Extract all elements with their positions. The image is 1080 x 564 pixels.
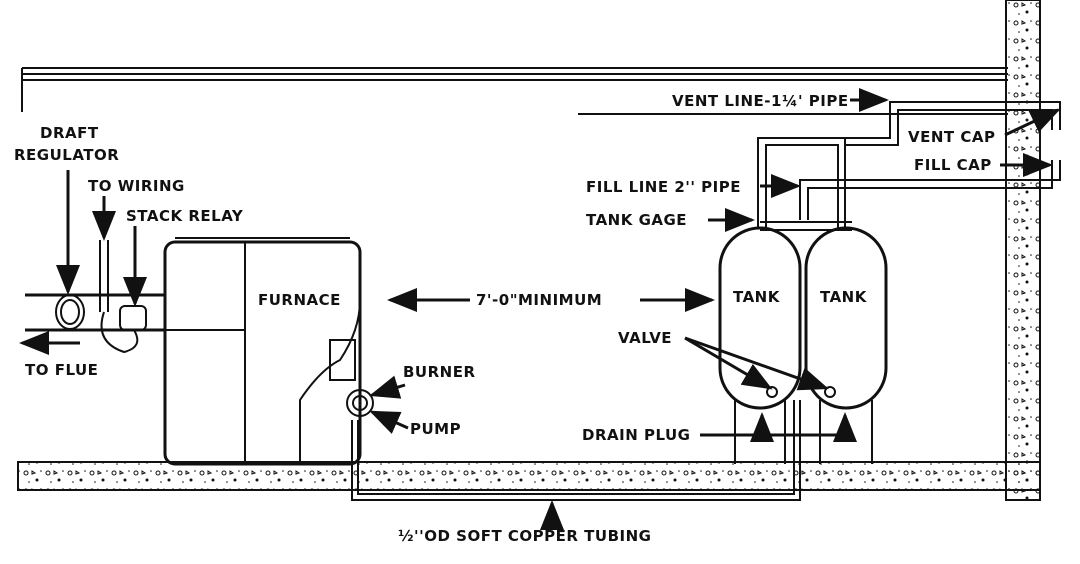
concrete-floor [17, 461, 1041, 491]
furnace [163, 237, 374, 466]
label-stack-relay: STACK RELAY [126, 207, 244, 225]
label-fill-cap: FILL CAP [914, 156, 992, 174]
label-vent-cap: VENT CAP [908, 128, 995, 146]
leader-arrows [19, 88, 1061, 530]
label-furnace: FURNACE [258, 291, 341, 309]
label-pump: PUMP [410, 420, 461, 438]
label-to-wiring: TO WIRING [88, 177, 185, 195]
label-tank-right: TANK [820, 288, 868, 306]
ceiling [21, 67, 1008, 115]
label-vent-line: VENT LINE-1¼' PIPE [672, 92, 849, 110]
label-regulator: REGULATOR [14, 146, 119, 164]
tanks [718, 226, 888, 464]
flue-pipe [25, 240, 165, 354]
label-tank-gage: TANK GAGE [586, 211, 687, 229]
label-minimum-clearance: 7'-0"MINIMUM [476, 291, 602, 309]
label-valve: VALVE [618, 329, 672, 347]
label-tank-left: TANK [733, 288, 781, 306]
label-draft: DRAFT [40, 124, 99, 142]
foundation-wall [1005, 0, 1041, 501]
label-copper-tubing: ½''OD SOFT COPPER TUBING [398, 527, 651, 545]
label-drain-plug: DRAIN PLUG [582, 426, 690, 444]
label-to-flue: TO FLUE [25, 361, 98, 379]
copper-tubing [351, 400, 801, 501]
label-fill-line: FILL LINE 2'' PIPE [586, 178, 741, 196]
label-burner: BURNER [403, 363, 476, 381]
